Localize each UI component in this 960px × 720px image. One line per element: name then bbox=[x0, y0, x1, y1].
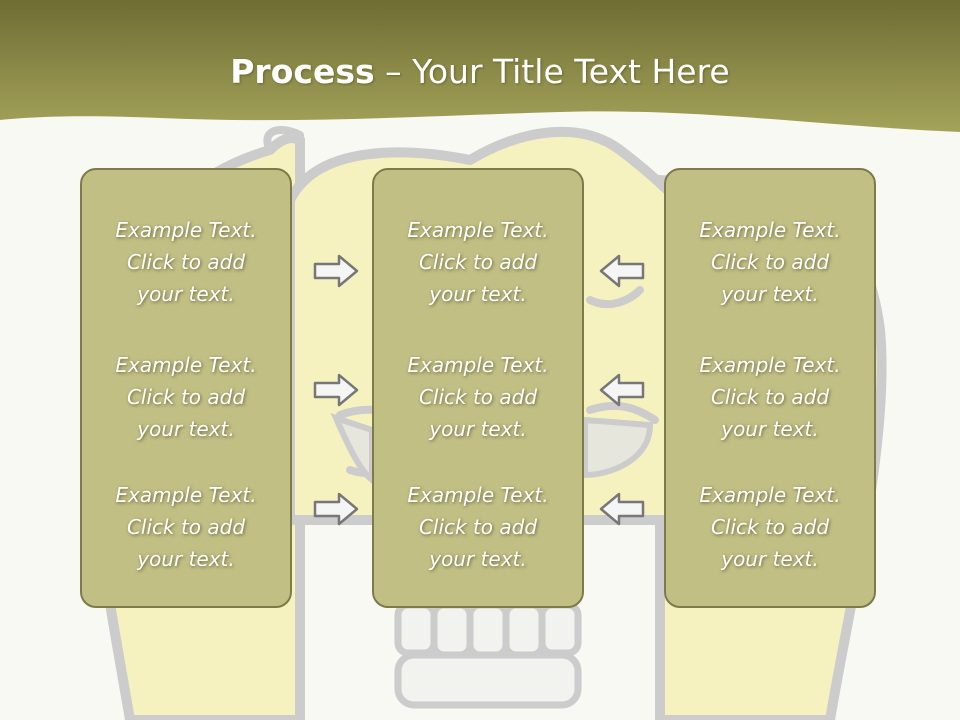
text-item[interactable]: Example Text. Click to add your text. bbox=[374, 214, 582, 310]
text-line: Example Text. bbox=[407, 483, 549, 507]
text-line: your text. bbox=[137, 547, 235, 571]
title-rest: – Your Title Text Here bbox=[374, 52, 730, 91]
arrow-right-icon bbox=[313, 254, 359, 288]
text-line: Click to add bbox=[418, 385, 538, 409]
text-item[interactable]: Example Text. Click to add your text. bbox=[666, 349, 874, 445]
arrow-right-icon bbox=[313, 492, 359, 526]
text-line: Example Text. bbox=[407, 218, 549, 242]
text-line: Click to add bbox=[126, 385, 246, 409]
slide-title[interactable]: Process – Your Title Text Here bbox=[0, 52, 960, 91]
text-item[interactable]: Example Text. Click to add your text. bbox=[666, 214, 874, 310]
text-line: your text. bbox=[429, 282, 527, 306]
text-item[interactable]: Example Text. Click to add your text. bbox=[374, 349, 582, 445]
process-box-right[interactable]: Example Text. Click to add your text. Ex… bbox=[664, 168, 876, 608]
text-line: Click to add bbox=[710, 385, 830, 409]
arrow-left-icon bbox=[599, 492, 645, 526]
arrow-left-icon bbox=[599, 254, 645, 288]
text-line: Click to add bbox=[126, 250, 246, 274]
text-line: Example Text. bbox=[699, 218, 841, 242]
text-line: Example Text. bbox=[115, 218, 257, 242]
text-item[interactable]: Example Text. Click to add your text. bbox=[82, 214, 290, 310]
text-line: your text. bbox=[429, 547, 527, 571]
text-item[interactable]: Example Text. Click to add your text. bbox=[82, 349, 290, 445]
text-item[interactable]: Example Text. Click to add your text. bbox=[666, 479, 874, 575]
title-bold: Process bbox=[230, 52, 375, 91]
arrow-right-icon bbox=[313, 373, 359, 407]
text-line: Click to add bbox=[418, 515, 538, 539]
text-line: your text. bbox=[429, 417, 527, 441]
text-line: your text. bbox=[721, 282, 819, 306]
text-item[interactable]: Example Text. Click to add your text. bbox=[82, 479, 290, 575]
header-band bbox=[0, 0, 960, 132]
text-line: your text. bbox=[137, 282, 235, 306]
text-line: Click to add bbox=[418, 250, 538, 274]
process-box-center[interactable]: Example Text. Click to add your text. Ex… bbox=[372, 168, 584, 608]
process-box-left[interactable]: Example Text. Click to add your text. Ex… bbox=[80, 168, 292, 608]
text-line: Example Text. bbox=[115, 353, 257, 377]
text-line: Example Text. bbox=[699, 483, 841, 507]
text-line: Click to add bbox=[126, 515, 246, 539]
text-line: Example Text. bbox=[699, 353, 841, 377]
text-item[interactable]: Example Text. Click to add your text. bbox=[374, 479, 582, 575]
text-line: Click to add bbox=[710, 515, 830, 539]
text-line: Example Text. bbox=[115, 483, 257, 507]
text-line: Example Text. bbox=[407, 353, 549, 377]
text-line: Click to add bbox=[710, 250, 830, 274]
text-line: your text. bbox=[721, 417, 819, 441]
text-line: your text. bbox=[721, 547, 819, 571]
text-line: your text. bbox=[137, 417, 235, 441]
arrow-left-icon bbox=[599, 373, 645, 407]
